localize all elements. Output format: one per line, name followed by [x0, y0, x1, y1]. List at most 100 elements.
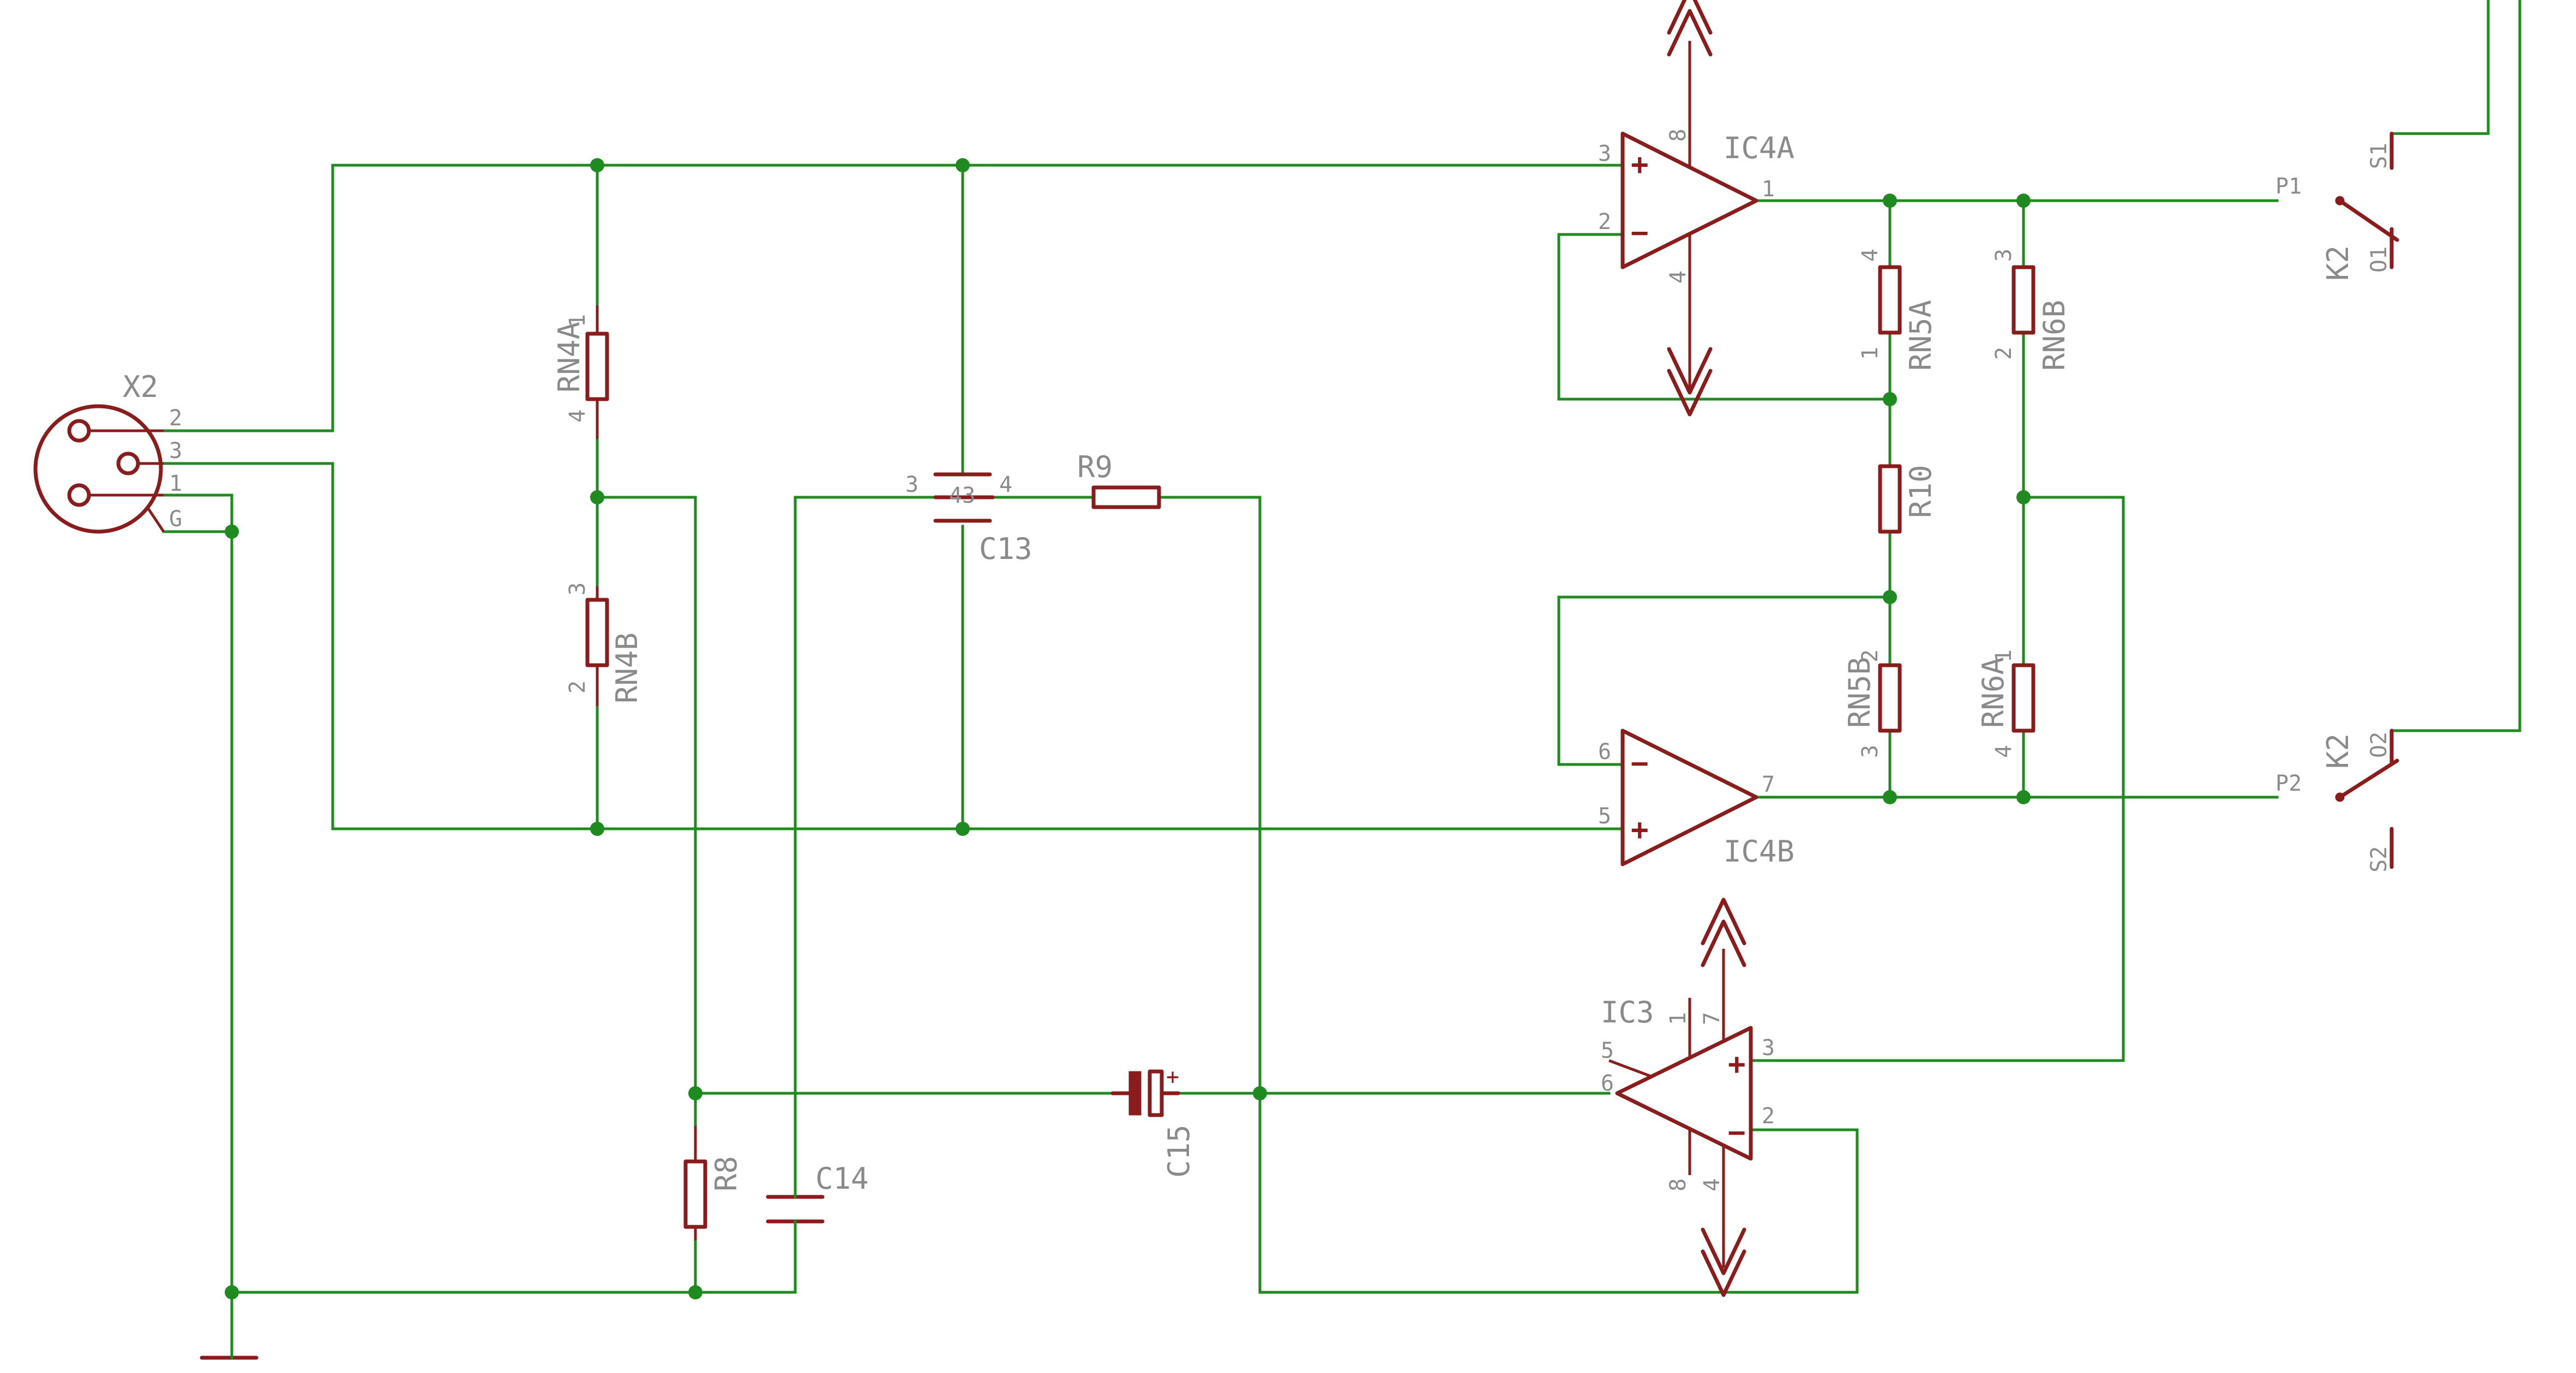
- pin-label: 1: [1762, 177, 1775, 202]
- junction: [590, 822, 604, 836]
- pin-label: 4: [1666, 270, 1691, 284]
- pin-label: 3: [1762, 1035, 1775, 1061]
- component-label: C14: [815, 1161, 869, 1196]
- pin-label: 43: [949, 483, 975, 508]
- ground-symbol: [200, 1291, 259, 1360]
- xlr-body-icon: [33, 404, 163, 534]
- junction: [688, 1285, 702, 1299]
- opamp-ic4b: − + IC4B 6 5 7: [1598, 728, 1794, 869]
- resistor-icon: [1878, 265, 1902, 335]
- relay-k2-bottom: P2 K2 O2 S2: [2275, 728, 2399, 872]
- pin-label: 3: [169, 438, 182, 463]
- component-label: R10: [1904, 465, 1938, 518]
- component-label: R8: [709, 1156, 743, 1191]
- wire-rn4-mid-right: [596, 496, 697, 1095]
- minus-sign: −: [1631, 746, 1649, 780]
- component-label: R9: [1077, 450, 1113, 484]
- wire-rn6-to-ic3: [1749, 496, 2125, 1062]
- pin-label: P2: [2275, 771, 2302, 796]
- wire-x2-pin1: [162, 493, 233, 533]
- junction: [1253, 1086, 1267, 1100]
- resistor-icon: [1091, 485, 1161, 509]
- resistor-icon: [585, 332, 609, 401]
- ground-arrow-icon: [1667, 347, 1713, 395]
- component-label: C15: [1162, 1124, 1196, 1178]
- pin-label: 3: [1858, 745, 1883, 758]
- junction: [688, 1086, 702, 1100]
- wire-c13-left: [794, 496, 937, 1188]
- pin-label: O2: [2367, 732, 2392, 758]
- component-label: RN6A: [1976, 657, 2010, 728]
- junction: [1883, 790, 1897, 804]
- junction: [956, 158, 970, 172]
- capacitor-c15: + C15: [1110, 1064, 1196, 1178]
- junction: [590, 490, 604, 504]
- resistor-icon: [1878, 663, 1902, 733]
- connector-x2: X2 2 3 1 G: [33, 370, 182, 534]
- junction: [1883, 590, 1897, 604]
- opamp-ic3: + − IC3 7 1 5 6 3 2 8 4: [1601, 898, 1775, 1297]
- switch-blade-icon: [2338, 198, 2399, 242]
- resistor-icon: [2011, 663, 2035, 733]
- junction: [2016, 194, 2031, 208]
- pin-label: 2: [1762, 1104, 1775, 1129]
- switch-blade-icon: [2338, 758, 2399, 799]
- wire-x2-pin3: [162, 462, 1624, 830]
- pin-label: 5: [1598, 804, 1611, 829]
- plus-sign: +: [1631, 147, 1649, 182]
- junctions: [225, 158, 2031, 1299]
- pin-label: S2: [2367, 846, 2392, 872]
- junction: [1883, 194, 1897, 208]
- wires: [162, 0, 2521, 1294]
- resistor-r8: R8: [683, 1126, 743, 1240]
- power-arrow-icon: [1667, 9, 1713, 57]
- junction: [956, 822, 970, 836]
- minus-sign: −: [1631, 215, 1649, 250]
- pin-label: 5: [1601, 1038, 1614, 1063]
- resistor-icon: [683, 1159, 707, 1229]
- pin-label: 7: [1700, 1012, 1725, 1025]
- component-label: C13: [979, 532, 1032, 566]
- opamp-ic4a: + − IC4A 3 2 1 8 4: [1598, 0, 1794, 417]
- pin-label: 2: [169, 406, 182, 431]
- resistor-rn4a: RN4A 1 4: [552, 305, 609, 439]
- wire-x2-pin2: [162, 164, 1624, 432]
- wire-s1: [2390, 0, 2490, 170]
- pin-label: 1: [1666, 1012, 1691, 1025]
- resistor-icon: [585, 598, 609, 667]
- junction: [2016, 790, 2031, 804]
- pin-label: 3: [1598, 141, 1611, 166]
- relay-k2-top: P1 K2 O1 S1: [2275, 131, 2399, 281]
- wire-ic4a-fb: [1557, 233, 1892, 401]
- ground-arrow-icon: [1701, 1227, 1746, 1275]
- capacitor-c14: C14: [766, 1161, 869, 1245]
- pin-label: S1: [2367, 143, 2392, 169]
- pin-label: 2: [565, 681, 590, 694]
- pin-label: 3: [565, 582, 590, 595]
- pin-label: 4: [565, 410, 590, 423]
- pin-label: P1: [2275, 174, 2302, 199]
- wire-o2: [2390, 0, 2521, 765]
- minus-sign: −: [1728, 1115, 1746, 1149]
- pin-label: 7: [1762, 772, 1775, 797]
- pin-label: 8: [1666, 129, 1691, 142]
- wire-ic4b-fb: [1557, 595, 1892, 766]
- resistor-rn5a: RN5A 4 1: [1858, 249, 1938, 371]
- opamp-triangle-icon: [1615, 1026, 1753, 1161]
- pin-label: 1: [169, 471, 182, 496]
- pin-label: 2: [1598, 209, 1611, 234]
- resistor-rn4b: RN4B 3 2: [565, 582, 644, 706]
- resistor-rn5b: RN5B 2 3: [1842, 649, 1902, 758]
- pin-label: G: [169, 507, 182, 532]
- plus-sign: +: [1728, 1047, 1746, 1081]
- pin-label: 4: [1700, 1178, 1725, 1191]
- ground-arrow-icon: [1701, 1249, 1746, 1297]
- component-label: RN4B: [610, 633, 644, 703]
- xlr-pin-icon: [67, 419, 91, 443]
- power-arrow-icon: [1701, 898, 1746, 946]
- junction: [2016, 490, 2031, 504]
- junction: [590, 158, 604, 172]
- resistor-icon: [1878, 464, 1902, 534]
- component-label: IC4A: [1724, 131, 1794, 165]
